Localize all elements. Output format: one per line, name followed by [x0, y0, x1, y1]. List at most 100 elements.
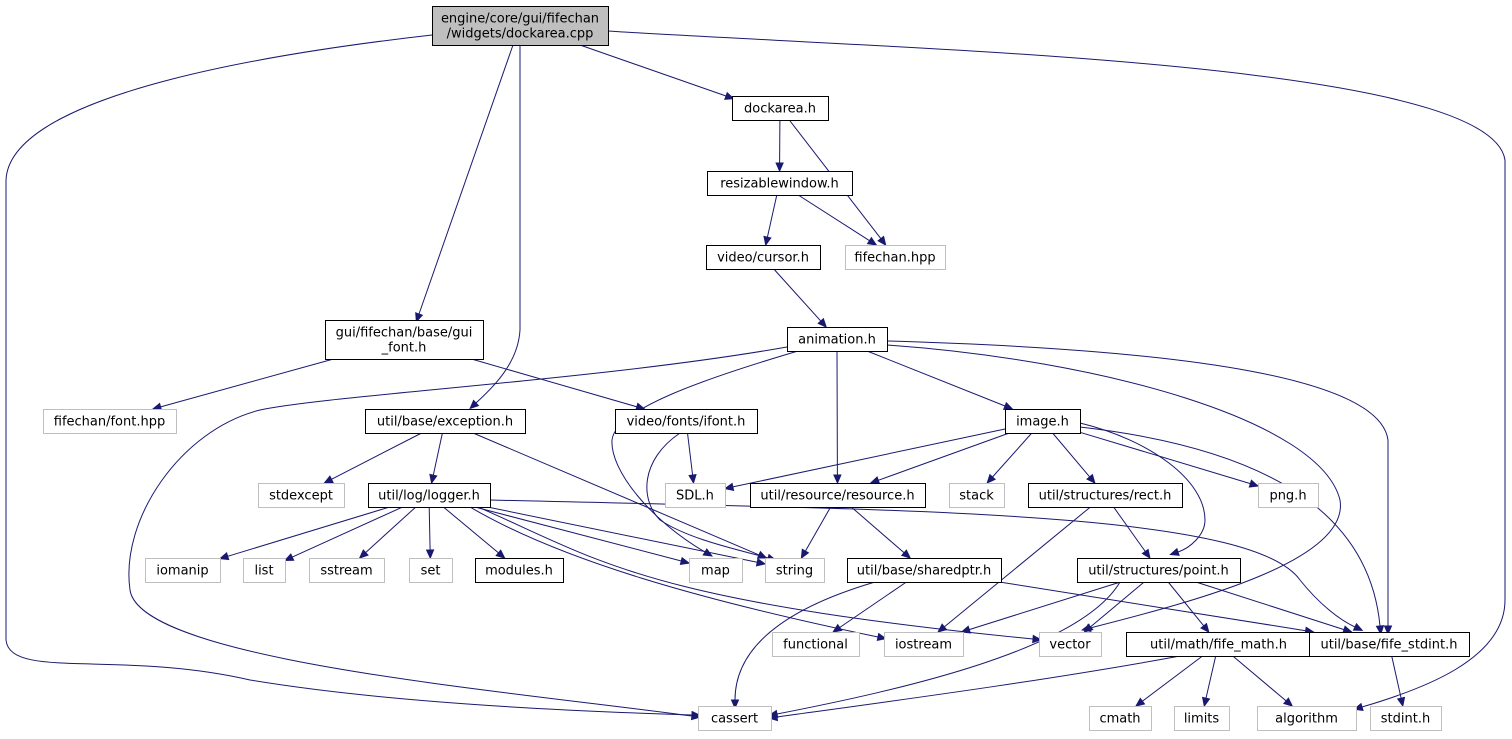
- node-stack[interactable]: stack: [949, 483, 1005, 508]
- node-label-set: set: [421, 564, 441, 579]
- edge-resizable-to-fifechanhpp: [797, 194, 870, 242]
- node-box-root: [432, 6, 609, 46]
- node-label-cassert: cassert: [711, 712, 758, 727]
- node-label-cmath: cmath: [1099, 712, 1140, 727]
- node-logger[interactable]: util/log/logger.h: [368, 483, 491, 508]
- node-image[interactable]: image.h: [1005, 409, 1081, 434]
- node-ifont[interactable]: video/fonts/ifont.h: [615, 409, 758, 434]
- edges-layer: [5, 30, 1506, 722]
- node-fifestdint[interactable]: util/base/fife_stdint.h: [1309, 632, 1470, 657]
- node-sstream[interactable]: sstream: [309, 558, 385, 583]
- arrowhead-point-to-iostream: [960, 625, 972, 634]
- node-cursor[interactable]: video/cursor.h: [706, 245, 821, 270]
- node-resource[interactable]: util/resource/resource.h: [750, 483, 926, 508]
- node-label-root-line1: engine/core/gui/fifechan: [441, 12, 599, 27]
- node-iostream[interactable]: iostream: [884, 632, 964, 657]
- node-box-resource: [750, 483, 926, 508]
- node-label-stdexcept: stdexcept: [269, 489, 333, 504]
- node-label-stdinth: stdint.h: [1381, 712, 1430, 727]
- arrowhead-logger-to-iomanip: [218, 552, 230, 561]
- node-label-string: string: [776, 564, 813, 579]
- node-animation[interactable]: animation.h: [787, 327, 888, 352]
- edge-cursor-to-animation: [773, 268, 822, 322]
- node-fifemath[interactable]: util/math/fife_math.h: [1126, 632, 1312, 657]
- node-limits[interactable]: limits: [1174, 706, 1230, 731]
- node-string[interactable]: string: [765, 558, 825, 583]
- node-box-stdinth: [1370, 706, 1442, 731]
- edge-guifont-to-fontfpp: [160, 358, 334, 408]
- arrowhead-animation-to-image: [1002, 401, 1014, 410]
- arrowhead-point-to-fifestdint: [1342, 625, 1353, 634]
- node-root[interactable]: engine/core/gui/fifechan/widgets/dockare…: [432, 6, 609, 46]
- node-sdl[interactable]: SDL.h: [665, 483, 726, 508]
- node-vector[interactable]: vector: [1039, 632, 1102, 657]
- arrowhead-logger-to-list: [283, 553, 295, 562]
- edge-sharedptr-to-fifestdint: [999, 581, 1306, 632]
- arrowhead-image-to-rect: [1086, 473, 1096, 484]
- arrowhead-ifont-to-sdl: [688, 474, 697, 485]
- arrowhead-logger-to-iostream: [876, 632, 888, 642]
- node-guifont[interactable]: gui/fifechan/base/gui_font.h: [325, 320, 484, 360]
- arrowhead-root-to-dockarea: [724, 91, 735, 100]
- edge-fifemath-to-algorithm: [1232, 655, 1287, 702]
- edge-ifont-to-sdl: [687, 432, 694, 476]
- node-box-logger: [368, 483, 491, 508]
- edge-animation-to-map: [611, 350, 799, 553]
- arrowhead-resizable-to-fifechanhpp: [866, 236, 878, 246]
- node-label-guifont-line1: gui/fifechan/base/gui: [336, 326, 473, 341]
- edge-resizable-to-cursor: [766, 194, 778, 238]
- edge-animation-to-cassert: [128, 346, 788, 717]
- edge-root-to-algorithm: [607, 30, 1506, 708]
- edge-image-to-png: [1079, 431, 1251, 485]
- node-box-stdexcept: [258, 483, 345, 508]
- node-cmath[interactable]: cmath: [1089, 706, 1152, 731]
- edge-sharedptr-to-cassert: [734, 581, 876, 701]
- edge-root-to-dockarea: [579, 44, 727, 97]
- edge-guifont-to-ifont: [471, 358, 637, 408]
- node-modules[interactable]: modules.h: [475, 558, 564, 583]
- node-iomanip[interactable]: iomanip: [145, 558, 221, 583]
- node-box-png: [1258, 483, 1319, 508]
- node-stdinth[interactable]: stdint.h: [1370, 706, 1442, 731]
- edge-image-to-rect: [1052, 432, 1091, 478]
- edge-animation-to-fifestdint: [886, 340, 1389, 626]
- node-dockarea[interactable]: dockarea.h: [732, 96, 829, 121]
- edge-image-to-stack: [992, 432, 1033, 478]
- edge-fifemath-to-limits: [1205, 655, 1217, 699]
- node-label-dockarea: dockarea.h: [744, 102, 816, 117]
- edge-point-to-iostream: [969, 581, 1121, 631]
- arrowhead-point-to-vector: [1083, 623, 1094, 633]
- node-box-list: [243, 558, 286, 583]
- arrowhead-resource-to-sharedptr: [900, 549, 912, 559]
- node-box-sstream: [309, 558, 385, 583]
- node-label-image: image.h: [1016, 415, 1069, 430]
- node-label-sharedptr: util/base/sharedptr.h: [857, 564, 991, 579]
- edge-logger-to-string: [487, 506, 758, 563]
- node-list[interactable]: list: [243, 558, 286, 583]
- node-resizable[interactable]: resizablewindow.h: [707, 171, 853, 196]
- node-cassert[interactable]: cassert: [698, 706, 772, 731]
- node-exception[interactable]: util/base/exception.h: [365, 409, 526, 434]
- arrowhead-fifemath-to-limits: [1201, 696, 1211, 708]
- node-box-sharedptr: [847, 558, 1002, 583]
- node-label-fifestdint: util/base/fife_stdint.h: [1320, 638, 1457, 653]
- edge-root-to-exception: [475, 45, 521, 404]
- edge-sharedptr-to-functional: [839, 581, 907, 628]
- node-fontfpp[interactable]: fifechan/font.hpp: [43, 409, 177, 434]
- node-functional[interactable]: functional: [772, 632, 860, 657]
- node-set[interactable]: set: [409, 558, 453, 583]
- node-rect[interactable]: util/structures/rect.h: [1028, 483, 1183, 508]
- node-stdexcept[interactable]: stdexcept: [258, 483, 345, 508]
- node-map[interactable]: map: [689, 558, 743, 583]
- arrowhead-resizable-to-cursor: [763, 235, 772, 247]
- node-sharedptr[interactable]: util/base/sharedptr.h: [847, 558, 1002, 583]
- edge-image-to-sdl: [732, 428, 1006, 488]
- node-box-limits: [1174, 706, 1230, 731]
- arrowhead-logger-to-sstream: [358, 549, 369, 559]
- node-box-fifestdint: [1309, 632, 1470, 657]
- node-point[interactable]: util/structures/point.h: [1077, 558, 1241, 583]
- node-algorithm[interactable]: algorithm: [1257, 706, 1357, 731]
- node-label-sstream: sstream: [320, 564, 372, 579]
- node-fifechanhpp[interactable]: fifechan.hpp: [845, 245, 946, 270]
- node-png[interactable]: png.h: [1258, 483, 1319, 508]
